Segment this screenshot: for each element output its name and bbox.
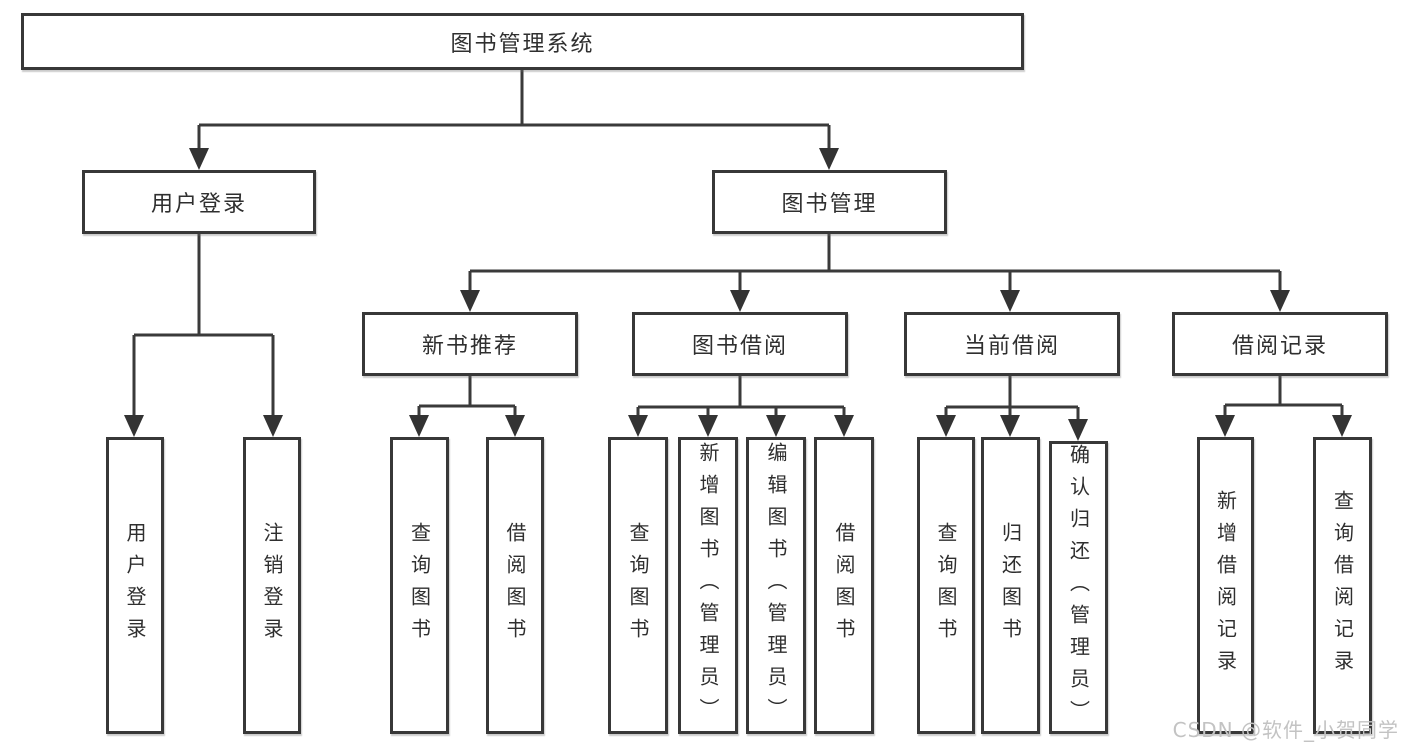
leaf-borrow-books-newrec: 借阅图书 [486,437,544,734]
leaf-return-books: 归还图书 [981,437,1040,734]
node-new-book-recommend: 新书推荐 [362,312,578,376]
node-library-management-system: 图书管理系统 [21,13,1024,70]
connector-new-book-children [409,376,525,437]
leaf-add-borrow-record: 新增借阅记录 [1197,437,1254,734]
leaf-query-books-borrow: 查询图书 [608,437,668,734]
node-user-login: 用户登录 [82,170,316,234]
connector-book-borrow-children [628,376,854,437]
node-book-management: 图书管理 [712,170,947,234]
connector-book-mgmt-children [460,234,1290,312]
leaf-query-borrow-record: 查询借阅记录 [1313,437,1372,734]
csdn-watermark: CSDN @软件_小贺同学 [1172,718,1399,742]
leaf-logout: 注销登录 [243,437,301,734]
leaf-query-books-newrec: 查询图书 [390,437,449,734]
leaf-edit-books-admin: 编辑图书（管理员） [746,437,806,734]
leaf-borrow-books: 借阅图书 [814,437,874,734]
leaf-query-books-current: 查询图书 [917,437,975,734]
connector-user-login-children [124,234,283,437]
leaf-confirm-return-admin: 确认归还（管理员） [1049,441,1108,734]
leaf-add-books-admin: 新增图书（管理员） [678,437,738,734]
connector-root-to-level2 [189,70,839,170]
leaf-user-login: 用户登录 [106,437,164,734]
node-borrow-records: 借阅记录 [1172,312,1388,376]
node-current-borrow: 当前借阅 [904,312,1120,376]
node-book-borrow: 图书借阅 [632,312,848,376]
connector-current-borrow-children [936,376,1088,441]
connector-borrow-records-children [1215,376,1352,437]
